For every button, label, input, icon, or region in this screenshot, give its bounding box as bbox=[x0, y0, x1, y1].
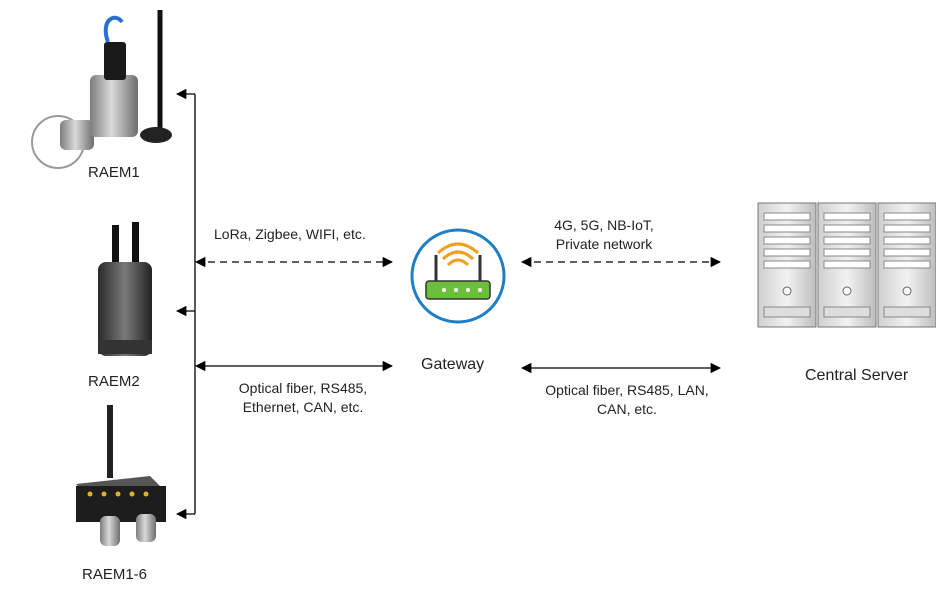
wired-left-label: Optical fiber, RS485, Ethernet, CAN, etc… bbox=[228, 379, 378, 417]
server-rack-icon bbox=[757, 202, 936, 328]
wired-right-line-1: Optical fiber, RS485, LAN, bbox=[545, 382, 709, 398]
cylindrical-sensor-icon bbox=[98, 222, 152, 356]
wired-left-line-2: Ethernet, CAN, etc. bbox=[242, 399, 364, 415]
device-bus bbox=[175, 88, 196, 520]
wireless-right-label: 4G, 5G, NB-IoT, Private network bbox=[538, 216, 670, 254]
wireless-left-label: LoRa, Zigbee, WIFI, etc. bbox=[214, 226, 366, 242]
device-label-raem1: RAEM1 bbox=[88, 164, 140, 181]
device-label-raem2: RAEM2 bbox=[88, 373, 140, 390]
wired-right-line-2: CAN, etc. bbox=[597, 401, 657, 417]
router-icon bbox=[410, 228, 506, 324]
multichannel-device-icon bbox=[76, 405, 166, 546]
wireless-right-line-1: 4G, 5G, NB-IoT, bbox=[554, 217, 654, 233]
wireless-right-line-2: Private network bbox=[555, 236, 653, 252]
device-label-raem1-6: RAEM1-6 bbox=[82, 566, 148, 583]
sensor-with-antenna-icon bbox=[31, 10, 172, 169]
wired-left-line-1: Optical fiber, RS485, bbox=[238, 380, 368, 396]
wired-right-label: Optical fiber, RS485, LAN, CAN, etc. bbox=[534, 381, 720, 419]
gateway-label: Gateway bbox=[421, 356, 485, 373]
server-label: Central Server bbox=[805, 367, 909, 384]
